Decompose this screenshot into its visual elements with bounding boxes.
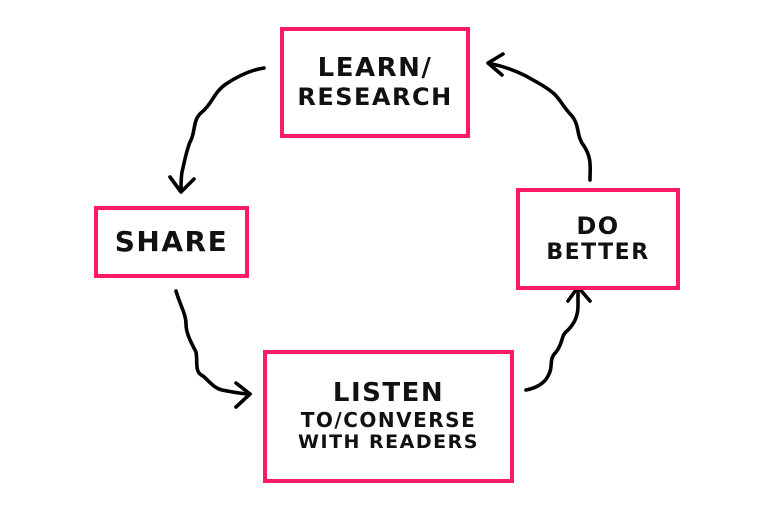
arrow-do-better-to-learn: [490, 62, 593, 182]
node-learn-line-1: LEARN/: [317, 52, 433, 83]
arrow-listen-to-do-better: [524, 286, 580, 392]
node-share-line-1: SHARE: [114, 224, 229, 258]
node-learn-line-2: RESEARCH: [297, 82, 453, 111]
arrowhead-share-to-listen: [234, 381, 252, 409]
node-listen-line-2: TO/CONVERSE: [300, 408, 477, 433]
node-share: SHARE: [94, 206, 249, 278]
arrowhead-do-better-to-learn: [486, 52, 505, 77]
node-listen-line-1: LISTEN: [332, 378, 445, 409]
arrow-share-to-listen: [174, 289, 252, 396]
node-listen-line-3: WITH READERS: [298, 431, 479, 454]
arrowhead-learn-to-share: [168, 175, 196, 194]
node-listen: LISTEN TO/CONVERSE WITH READERS: [263, 350, 514, 483]
node-do-better-line-2: BETTER: [546, 240, 650, 266]
arrow-learn-to-share: [179, 66, 266, 192]
node-learn-research: LEARN/ RESEARCH: [280, 27, 470, 138]
node-do-better: DO BETTER: [516, 188, 680, 290]
node-do-better-line-1: DO: [576, 211, 620, 240]
